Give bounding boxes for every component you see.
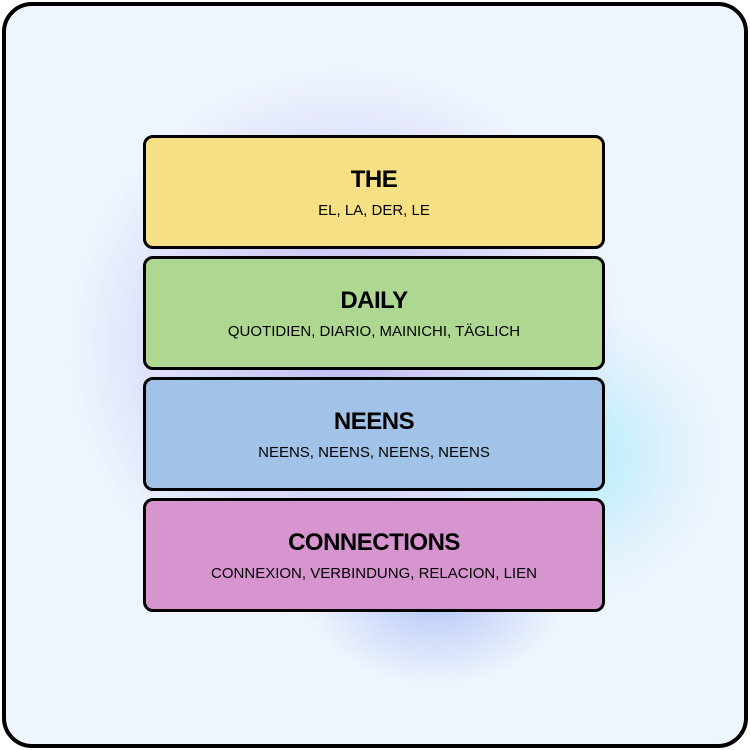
- group-title: DAILY: [340, 287, 408, 314]
- group-card-connections: CONNECTIONS CONNEXION, VERBINDUNG, RELAC…: [143, 498, 605, 612]
- group-words: EL, LA, DER, LE: [318, 202, 430, 219]
- group-card-neens: NEENS NEENS, NEENS, NEENS, NEENS: [143, 377, 605, 491]
- group-words: CONNEXION, VERBINDUNG, RELACION, LIEN: [211, 565, 537, 582]
- group-card-daily: DAILY QUOTIDIEN, DIARIO, MAINICHI, TÄGLI…: [143, 256, 605, 370]
- group-title: CONNECTIONS: [288, 529, 460, 556]
- group-title: NEENS: [333, 408, 415, 435]
- group-card-the: THE EL, LA, DER, LE: [143, 135, 605, 249]
- group-words: QUOTIDIEN, DIARIO, MAINICHI, TÄGLICH: [227, 323, 521, 340]
- group-title: THE: [350, 166, 398, 193]
- group-words: NEENS, NEENS, NEENS, NEENS: [258, 444, 490, 461]
